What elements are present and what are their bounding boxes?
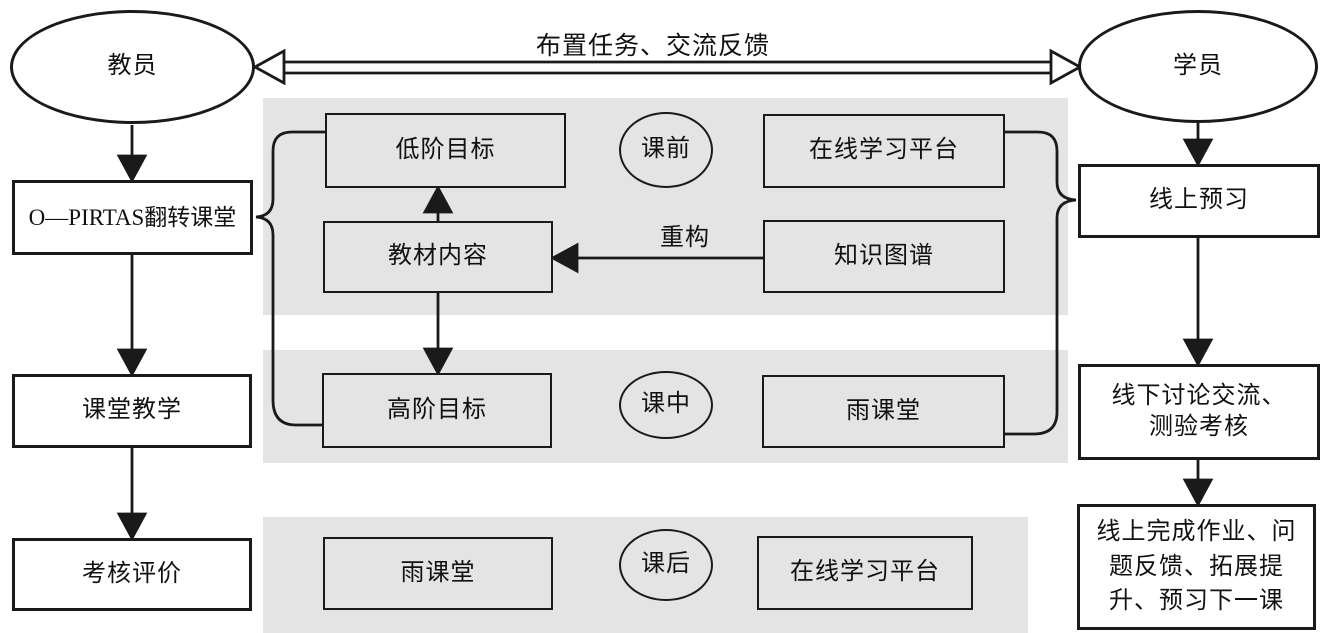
student-ellipse: 学员 [1078,10,1318,123]
knowledge-graph-box: 知识图谱 [763,220,1005,293]
low-goal-box: 低阶目标 [325,113,566,188]
teacher-label: 教员 [107,53,158,80]
arrow-preview-to-discussion [1182,238,1214,367]
online-preview-box: 线上预习 [1078,164,1320,238]
arrow-teacher-to-model [116,125,148,183]
teacher-ellipse: 教员 [10,10,255,124]
arrow-knowledge-to-content [550,242,763,274]
after-class-circle: 课后 [619,529,713,601]
rebuild-label: 重构 [660,225,710,251]
arrow-student-to-preview [1182,123,1214,167]
in-class-circle: 课中 [619,371,713,439]
arrow-model-to-teaching [116,255,148,377]
arrow-teaching-to-assessment [116,448,148,541]
after-class-tasks-box: 线上完成作业、问 题反馈、拓展提 升、预习下一课 [1077,504,1316,630]
online-platform-box-2: 在线学习平台 [757,536,973,610]
pre-class-circle: 课前 [619,112,713,188]
high-goal-box: 高阶目标 [322,373,552,448]
left-brace-connector [255,130,325,427]
student-label: 学员 [1173,52,1223,79]
textbook-content-box: 教材内容 [323,221,553,293]
opirtas-model-box: O—PIRTAS翻转课堂 [12,180,253,255]
arrow-content-to-high-goal [422,293,454,376]
exchange-label: 布置任务、交流反馈 [535,33,770,60]
arrow-content-to-low-goal [422,185,454,221]
assessment-box: 考核评价 [12,538,252,611]
rain-classroom-box-1: 雨课堂 [762,375,1005,448]
classroom-teaching-box: 课堂教学 [12,374,252,448]
offline-discussion-box: 线下讨论交流、 测验考核 [1078,364,1320,460]
rain-classroom-box-2: 雨课堂 [323,537,553,610]
right-brace-connector [1005,130,1077,436]
exchange-double-arrow [252,48,1083,86]
arrow-discussion-to-afterclass [1182,460,1214,507]
online-platform-box-1: 在线学习平台 [763,114,1005,188]
